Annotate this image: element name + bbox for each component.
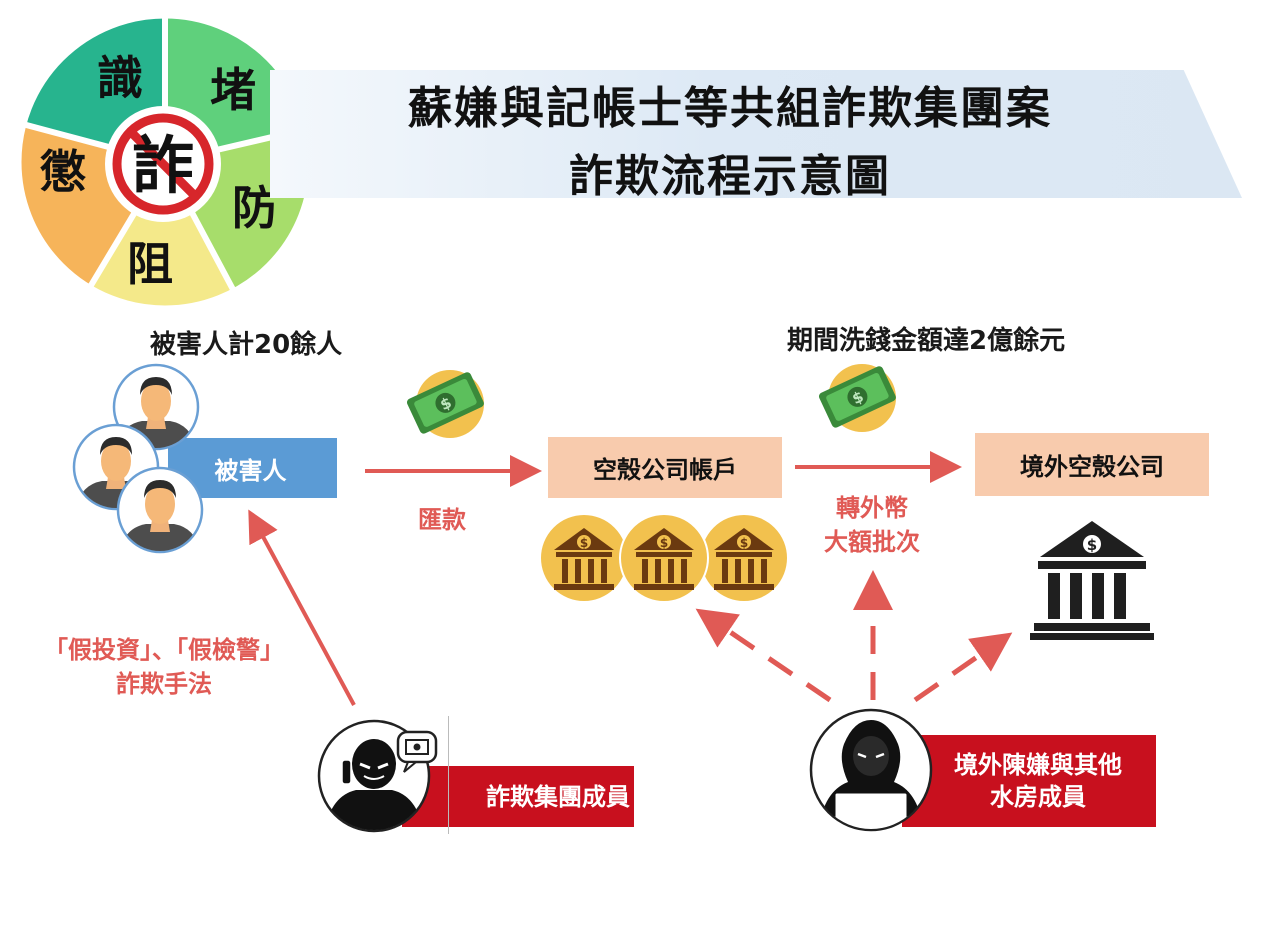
arrow-overseas-to-banks — [695, 608, 832, 703]
bank-icon: $ — [540, 513, 629, 603]
method-label-line1: 「假投資」、「假檢警」 — [44, 636, 284, 664]
svg-text:$: $ — [580, 536, 588, 550]
logo-label-punish: 懲 — [40, 145, 86, 199]
bank-icons-group: $ $ $ — [540, 513, 789, 603]
logo-label-block: 堵 — [210, 63, 256, 117]
overseas-members-line2: 水房成員 — [990, 783, 1086, 811]
title-line-2: 詐欺流程示意圖 — [569, 151, 891, 202]
svg-text:$: $ — [740, 536, 748, 550]
overseas-company-box: 境外空殼公司 — [975, 433, 1209, 496]
shell-account-label: 空殼公司帳戶 — [593, 456, 737, 484]
person-avatar-icon — [116, 466, 204, 554]
title-line-1: 蘇嫌與記帳士等共組詐欺集團案 — [408, 83, 1052, 134]
arrow-overseas-to-bank — [913, 632, 1013, 703]
logo-label-identify: 識 — [97, 51, 143, 105]
title-band — [270, 70, 1242, 198]
logo-center-glyph: 詐 — [132, 129, 194, 202]
victims-avatars — [72, 363, 204, 554]
svg-text:$: $ — [660, 536, 668, 550]
money-bill-icon: $ — [406, 370, 484, 438]
fraud-members-text: 詐欺集團成員 — [486, 782, 630, 811]
overseas-company-label: 境外空殼公司 — [1020, 453, 1164, 481]
method-label-line2: 詐欺手法 — [116, 670, 212, 698]
overseas-bank-icon: $ — [1030, 521, 1154, 640]
phone-scammer-icon — [317, 716, 449, 834]
fraud-members-label: 詐欺集團成員 — [402, 766, 634, 827]
overseas-members-line1: 境外陳嫌與其他 — [954, 751, 1122, 779]
logo-label-stop: 阻 — [127, 237, 173, 291]
victims-caption: 被害人計20餘人 — [150, 330, 343, 360]
victims-box-label: 被害人 — [214, 456, 287, 485]
remit-label: 匯款 — [418, 506, 466, 534]
money-bill-icon: $ — [818, 364, 896, 432]
bank-icon: $ — [699, 513, 789, 603]
laundering-caption: 期間洗錢金額達2億餘元 — [787, 326, 1066, 356]
bank-icon: $ — [619, 513, 709, 603]
shell-account-box: 空殼公司帳戶 — [548, 437, 782, 498]
hacker-icon — [809, 708, 933, 832]
convert-label-line2: 大額批次 — [824, 528, 920, 556]
arrow-fraud-to-victims — [248, 509, 356, 706]
logo-segment-stop — [75, 162, 245, 307]
overseas-members-label: 境外陳嫌與其他 水房成員 — [902, 735, 1156, 827]
svg-text:$: $ — [1087, 536, 1097, 554]
convert-label-line1: 轉外幣 — [836, 494, 908, 522]
no-sign-icon — [112, 113, 214, 215]
